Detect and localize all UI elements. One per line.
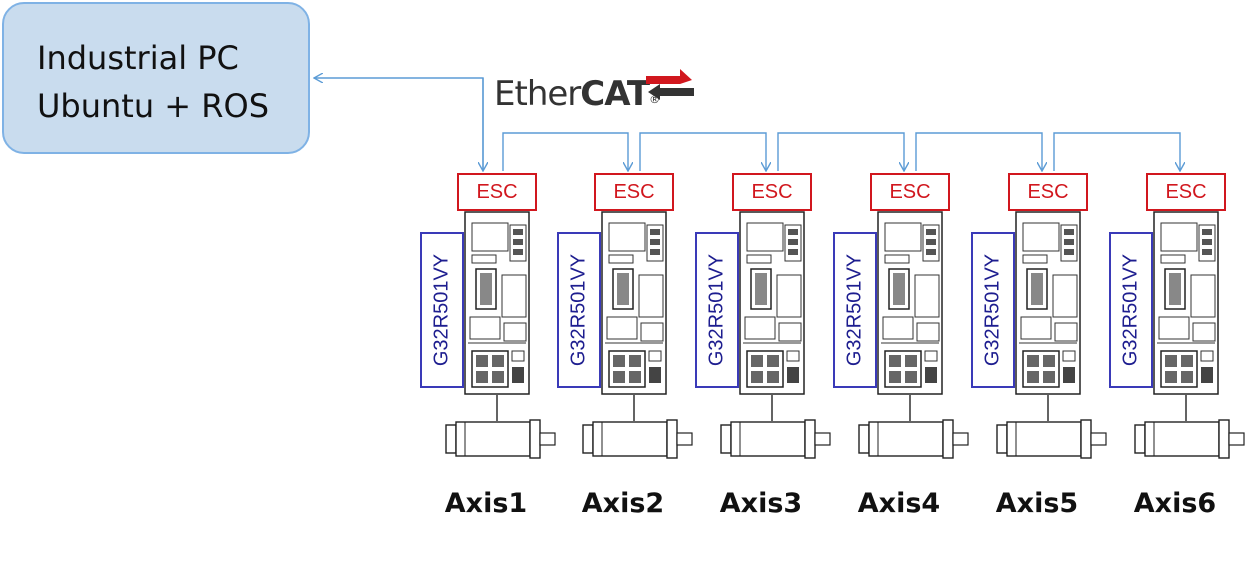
- ethercat-prefix: Ether: [494, 74, 581, 114]
- model-label-text: G32R501VY: [567, 253, 590, 367]
- model-label-text: G32R501VY: [981, 253, 1004, 367]
- servo-drive-icon: [877, 211, 943, 395]
- servo-drive: [464, 211, 530, 400]
- pc-title: Industrial PC: [37, 39, 239, 77]
- servo-motor-icon: [582, 419, 693, 459]
- servo-motor: [996, 419, 1108, 464]
- axis-label: Axis2: [581, 488, 665, 519]
- axis-label: Axis1: [444, 488, 528, 519]
- chain-link: [639, 132, 766, 171]
- model-label-box: G32R501VY: [833, 232, 877, 388]
- servo-drive-icon: [739, 211, 805, 395]
- servo-motor-icon: [445, 419, 556, 459]
- servo-motor-icon: [996, 419, 1107, 459]
- model-label-text: G32R501VY: [430, 253, 453, 367]
- servo-drive: [601, 211, 667, 400]
- servo-drive-icon: [1153, 211, 1219, 395]
- servo-drive-icon: [1015, 211, 1081, 395]
- ethercat-arrows-icon: [646, 69, 694, 100]
- model-label-box: G32R501VY: [420, 232, 464, 388]
- chain-link: [915, 132, 1042, 171]
- ethercat-suffix: CAT: [580, 74, 650, 114]
- model-label-box: G32R501VY: [557, 232, 601, 388]
- servo-drive: [1015, 211, 1081, 400]
- servo-motor-icon: [858, 419, 969, 459]
- esc-box: ESC: [1146, 173, 1226, 211]
- model-label-text: G32R501VY: [843, 253, 866, 367]
- servo-motor: [858, 419, 970, 464]
- industrial-pc-box: Industrial PC Ubuntu + ROS: [2, 2, 310, 154]
- esc-box: ESC: [1008, 173, 1088, 211]
- pc-os: Ubuntu + ROS: [37, 87, 270, 125]
- servo-drive: [1153, 211, 1219, 400]
- axis-label: Axis3: [719, 488, 803, 519]
- model-label-box: G32R501VY: [1109, 232, 1153, 388]
- model-label-box: G32R501VY: [695, 232, 739, 388]
- ethercat-logo: EtherCAT®: [494, 66, 699, 116]
- servo-drive: [877, 211, 943, 400]
- servo-motor: [720, 419, 832, 464]
- esc-box: ESC: [870, 173, 950, 211]
- servo-drive-icon: [464, 211, 530, 395]
- axis-label: Axis5: [995, 488, 1079, 519]
- link-to-pc: [314, 78, 484, 171]
- servo-motor-icon: [720, 419, 831, 459]
- model-label-box: G32R501VY: [971, 232, 1015, 388]
- model-label-text: G32R501VY: [705, 253, 728, 367]
- axis-label: Axis6: [1133, 488, 1217, 519]
- servo-drive: [739, 211, 805, 400]
- ethercat-registered-mark: ®: [649, 93, 660, 106]
- esc-box: ESC: [732, 173, 812, 211]
- servo-motor: [1134, 419, 1246, 464]
- axis-label: Axis4: [857, 488, 941, 519]
- servo-drive-icon: [601, 211, 667, 395]
- servo-motor: [445, 419, 557, 464]
- model-label-text: G32R501VY: [1119, 253, 1142, 367]
- servo-motor: [582, 419, 694, 464]
- chain-link: [777, 132, 904, 171]
- servo-motor-icon: [1134, 419, 1245, 459]
- chain-link: [502, 132, 628, 171]
- esc-box: ESC: [594, 173, 674, 211]
- chain-link: [1053, 132, 1180, 171]
- ethercat-wordmark: EtherCAT®: [494, 74, 660, 114]
- esc-box: ESC: [457, 173, 537, 211]
